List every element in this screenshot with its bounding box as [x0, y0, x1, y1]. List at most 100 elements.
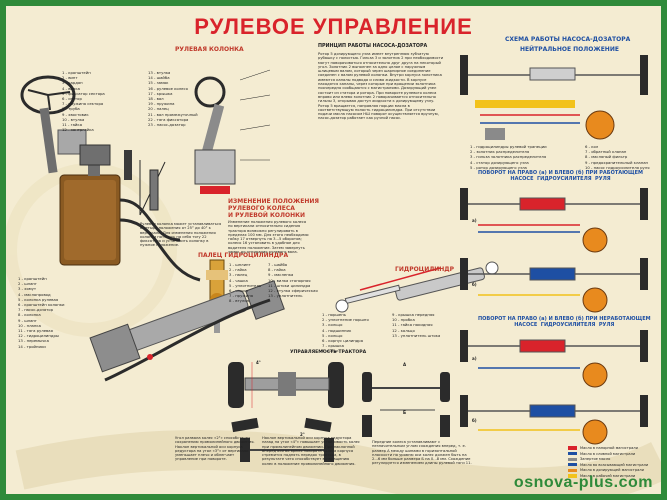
list-item: 8 - масляный фильтр — [585, 154, 628, 160]
list-item: 7 - пружина — [229, 293, 254, 299]
list-item: 10 - пробка — [392, 317, 415, 323]
legend-swatch — [568, 474, 577, 478]
list-item: 5 - кольцо — [322, 332, 343, 338]
list-item: 14 - шайба — [148, 75, 170, 81]
legend-swatch — [568, 457, 577, 461]
angle-sketch — [139, 160, 166, 216]
bottom-note-left: Угол развала колес «2°» способствует сох… — [175, 436, 255, 462]
list-item: 5 - ротор дозирующего узла — [470, 164, 527, 170]
bottom-note-right: Передние колеса устанавливают с незначит… — [372, 440, 472, 466]
flow-legend-item: Масло в рабочей магистрали — [568, 474, 660, 478]
legend-label: Масло во всасывающей магистрали — [580, 462, 649, 467]
list-item: 6 - чашка — [229, 288, 248, 294]
label-b-2: б) — [472, 418, 477, 423]
list-item: 13 - перемычка — [18, 338, 49, 344]
list-item: 23 - насос-дозатор — [148, 122, 186, 128]
list-item: 5 - колонка рулевая — [18, 296, 59, 302]
poster-title: РУЛЕВОЕ УПРАВЛЕНИЕ — [194, 14, 473, 39]
list-item: 20 - палец — [148, 106, 169, 112]
bottom-note-middle: Наклон вертикальной оси корпуса редуктор… — [262, 436, 360, 466]
label-a-1: а) — [472, 218, 477, 223]
list-item: 22 - тяга фиксатора — [148, 116, 189, 122]
legend-swatch — [568, 468, 577, 472]
list-item: 13 - втулка — [148, 70, 171, 75]
list-item: 15 - замок — [148, 80, 169, 86]
scheme-legend: 1 - гидроцилиндры рулевой трапеции 2 - з… — [470, 144, 547, 170]
list-item: 8 - труба — [62, 106, 80, 112]
legend-label: Масло в рабочей магистрали — [580, 473, 636, 478]
label-angle-1: 4° — [256, 360, 261, 365]
header-column: РУЛЕВАЯ КОЛОНКА — [175, 46, 244, 53]
list-item: 9 - предохранительный клапан — [585, 159, 649, 165]
list-item: 9 - хвостовик — [62, 111, 89, 117]
legend-label: Масло в сливной магистрали — [580, 451, 636, 456]
scheme-legend-2: 6 - кол 7 - обратный клапан 8 - масляный… — [585, 144, 649, 170]
list-item: 13 - уплотнитель — [268, 293, 303, 299]
list-item: 3 - хомут — [18, 286, 37, 292]
list-item: 3 - гильза золотника распределителя — [470, 154, 547, 160]
steering-wheel-illustration — [20, 75, 87, 174]
list-item: 3 - кольцо — [322, 322, 343, 328]
column-detail-illustration — [194, 69, 271, 194]
list-item: 6 - сектор — [62, 96, 82, 102]
header-pump-principle: ПРИНЦИП РАБОТЫ НАСОСА-ДОЗАТОРА — [318, 44, 428, 49]
list-item: 1 - кронштейн — [62, 70, 91, 75]
cylinder-parts-2: 9 - крышка передняя 10 - пробка 11 - гай… — [392, 312, 440, 338]
flow-legend-item: Масло в сливной магистрали — [568, 452, 660, 456]
legend-swatch — [568, 446, 577, 450]
list-item: 13 - уплотнитель штока — [392, 332, 441, 338]
list-item: 12 - контргайка — [62, 127, 94, 133]
header-position-change: ИЗМЕНЕНИЕ ПОЛОЖЕНИЯ РУЛЕВОГО КОЛЕСА И РУ… — [228, 198, 320, 219]
list-item: 11 - гайка — [62, 122, 83, 128]
legend-swatch — [568, 452, 577, 456]
column-parts-left: 1 - кронштейн 2 - винт 3 - кардан 4 - ви… — [62, 70, 105, 132]
legend-label: Запертое масло — [580, 457, 611, 462]
pump-dozer-illustration — [79, 144, 132, 180]
list-item: 8 - гайка — [268, 267, 286, 273]
list-item: 5 - фиксатор сектора — [62, 90, 105, 96]
list-item: 1 - кронштейн — [18, 276, 47, 281]
flow-legend: Масло в напорной магистрали Масло в слив… — [568, 446, 660, 480]
header-scheme: СХЕМА РАБОТЫ НАСОСА-ДОЗАТОРА — [505, 36, 631, 43]
tractor-wheels-illustration — [228, 362, 344, 462]
list-item: 8 - колонка — [18, 312, 41, 318]
list-item: 14 - тройники — [18, 343, 46, 349]
header-tractor-steer: УПРАВЛЯЕМОСТЬ ТРАКТОРА — [290, 350, 367, 355]
list-item: 17 - крышка — [148, 90, 173, 96]
website-link[interactable]: osnova-plus.com — [513, 474, 653, 491]
list-item: 2 - золотник распределителя — [470, 149, 530, 155]
list-item: 1 - поршень — [322, 312, 346, 317]
list-item: 1 - гидроцилиндры рулевой трапеции — [470, 144, 547, 149]
flow-legend-item: Масло в напорной магистрали — [568, 446, 660, 450]
list-item: 1 - шплинт — [229, 262, 251, 267]
header-neutral: НЕЙТРАЛЬНОЕ ПОЛОЖЕНИЕ — [520, 46, 619, 53]
header-cylinder-finger: ПАЛЕЦ ГИДРОЦИЛИНДРА — [198, 252, 289, 259]
list-item: 10 - втулка — [62, 116, 85, 122]
steering-geometry-illustration — [362, 372, 450, 437]
list-item: 6 - кронштейн колонки — [18, 302, 65, 308]
list-item: 12 - гидроцилиндры — [18, 333, 59, 339]
list-item: 3 - кардан — [62, 80, 83, 86]
legend-label: Масло в дозирующей магистрали — [580, 468, 644, 473]
list-item: 7 - шайба — [268, 262, 288, 267]
list-item: 8 - шток — [322, 348, 339, 354]
hydraulic-scheme-turn-not-working — [460, 330, 648, 445]
list-item: 7 - пружина сектора — [62, 101, 104, 107]
list-item: 2 - винт — [62, 75, 78, 81]
list-item: 7 - обратный клапан — [585, 149, 627, 155]
list-item: 4 - чашка — [229, 277, 248, 283]
list-item: 6 - кол — [585, 144, 599, 149]
list-item: 4 - вилка — [62, 85, 80, 91]
list-item: 19 - пружина — [148, 101, 175, 107]
hydraulic-scheme-turn-working — [460, 188, 648, 313]
bottom-parts: 1 - кронштейн 2 - шланг 3 - хомут 4 - ма… — [18, 276, 65, 349]
list-item: 5 - уплотнитель — [229, 282, 262, 288]
header-cylinder: ГИДРОЦИЛИНДР — [395, 266, 455, 273]
position-change-note: Изменение положения рулевого колеса по в… — [228, 220, 310, 255]
list-item: 9 - масленка — [268, 272, 294, 278]
hydraulic-scheme-neutral — [460, 55, 648, 140]
column-note: Рулевая колонка может устанавливаться в … — [140, 222, 222, 248]
cylinder-finger-parts: 1 - шплинт 2 - гайка 3 - палец 4 - чашка… — [229, 262, 261, 304]
list-item: 11 - тяга рулевая — [18, 328, 53, 334]
